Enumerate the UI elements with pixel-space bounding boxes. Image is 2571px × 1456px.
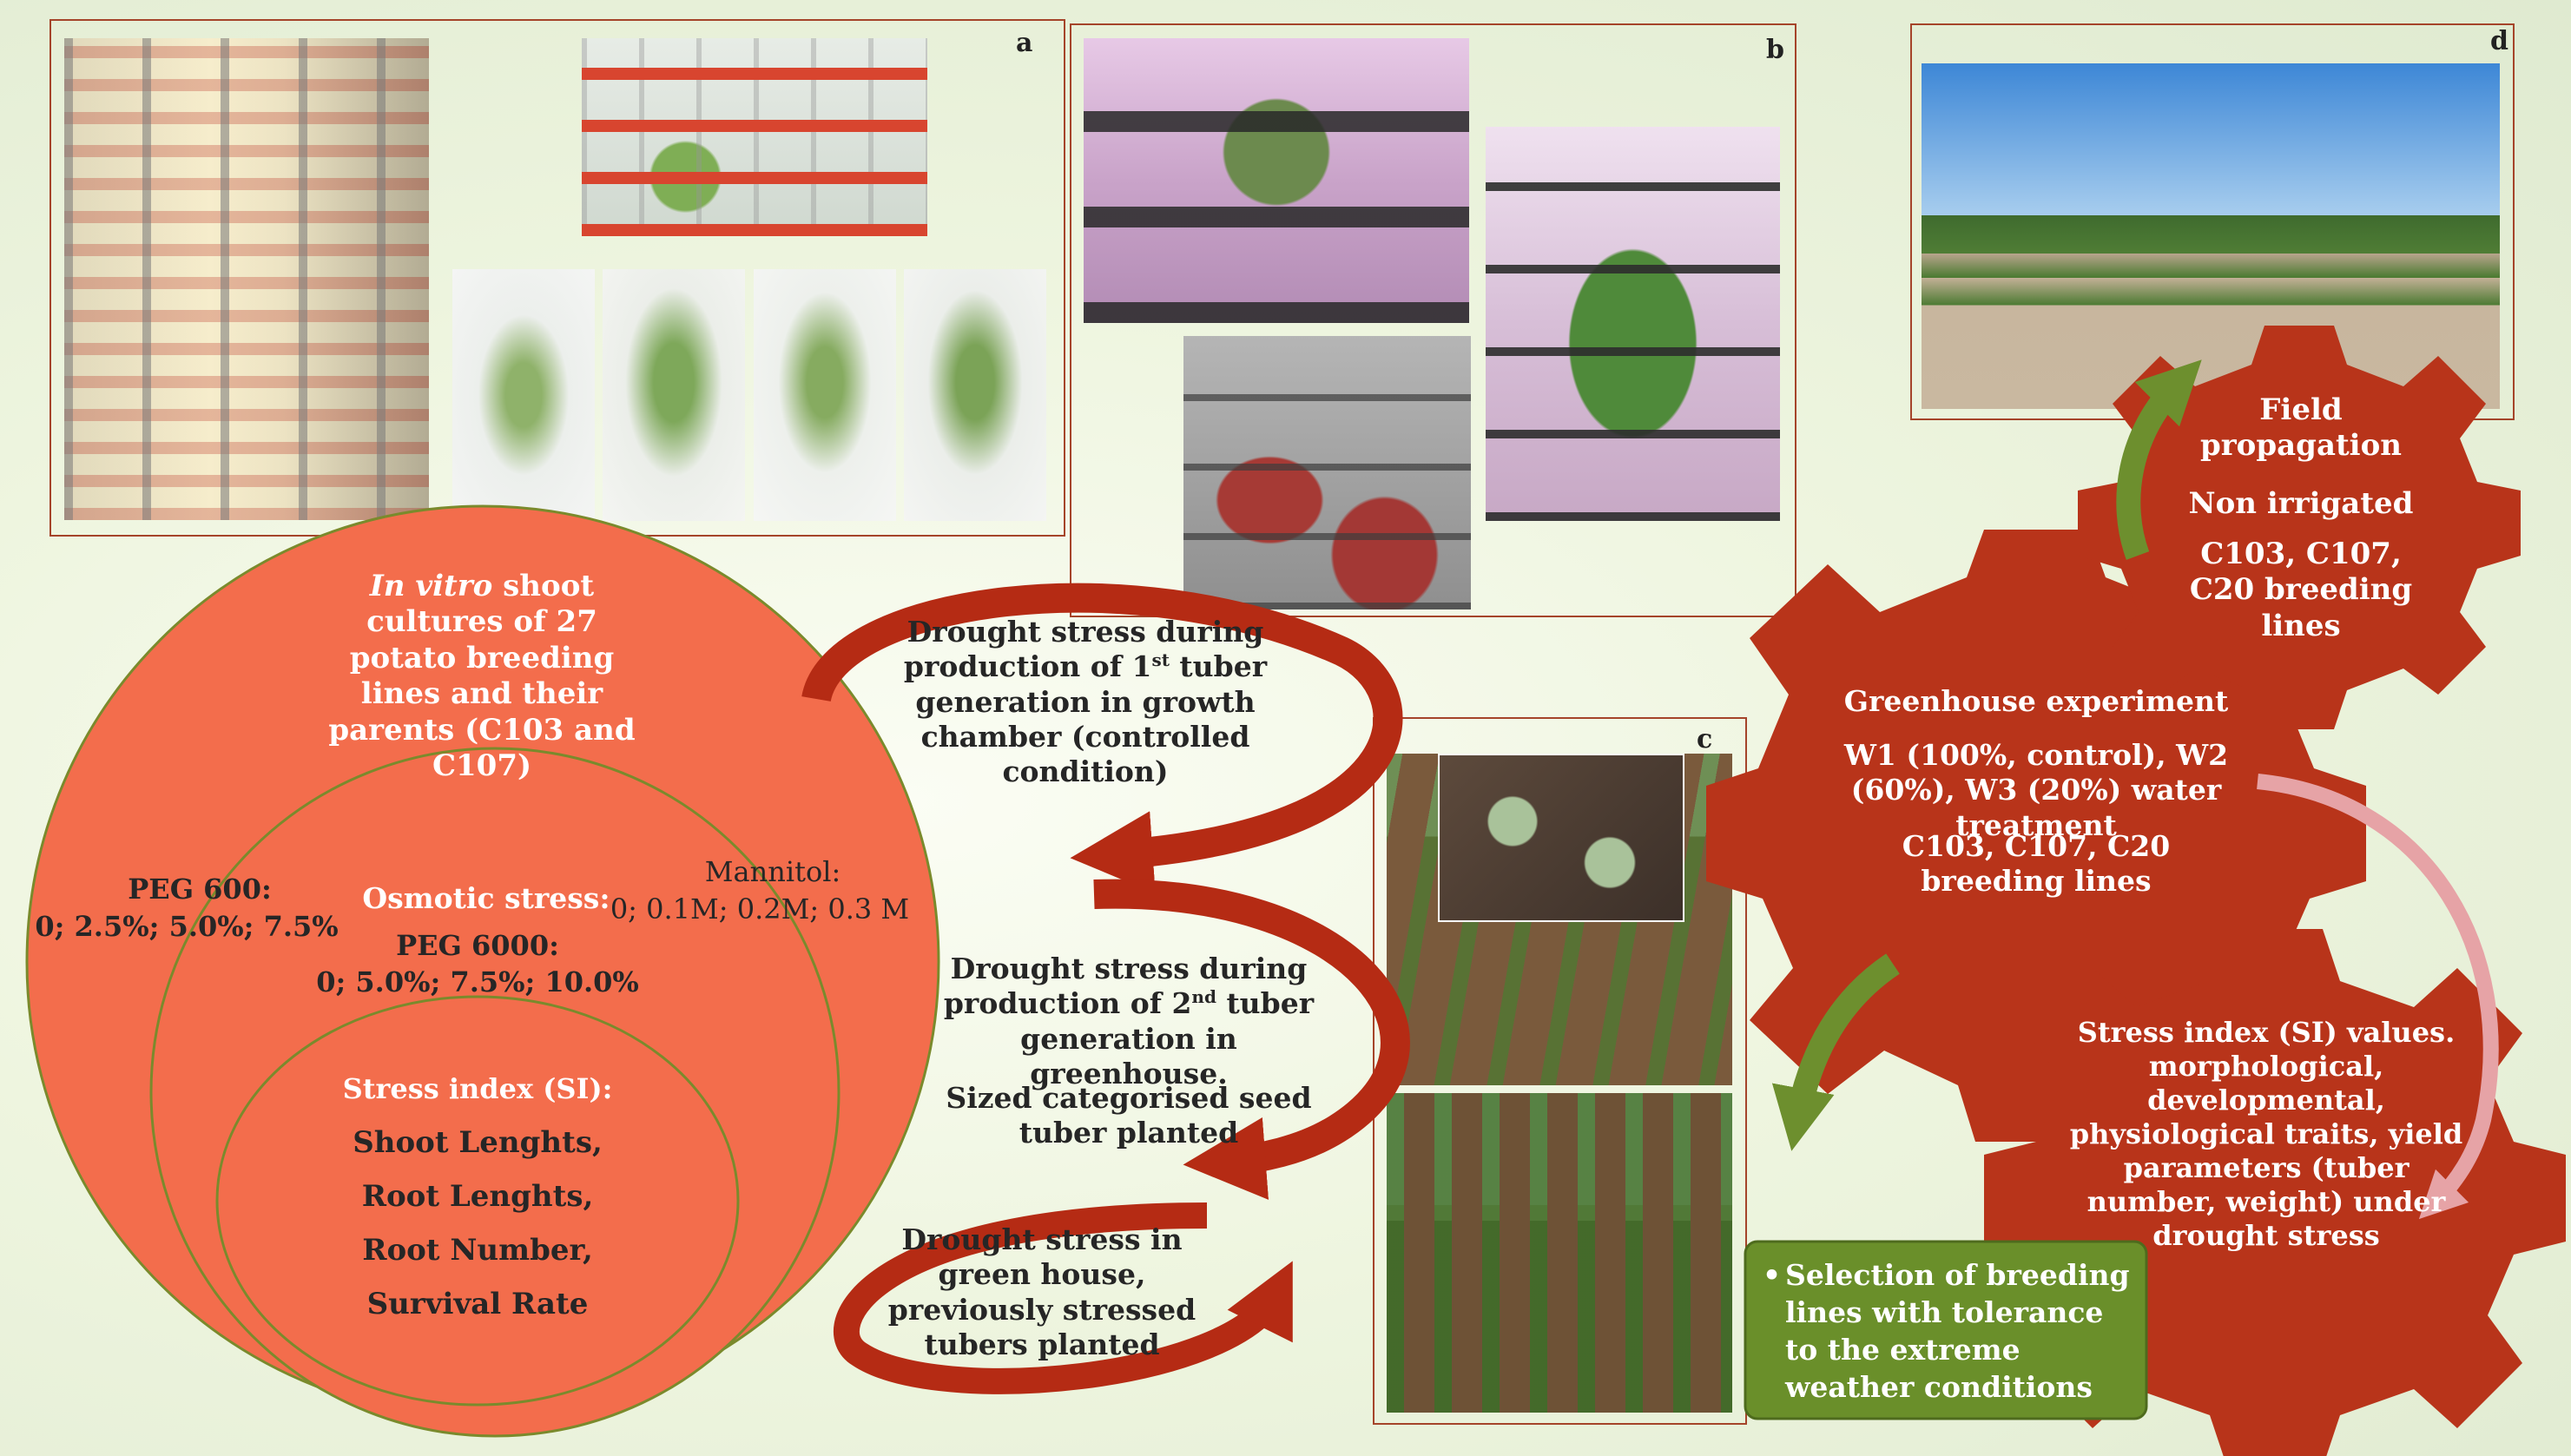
- si-item-survival: Survival Rate: [366, 1287, 589, 1321]
- arrow-green-down: [1771, 953, 1900, 1151]
- inner-circle: [215, 995, 740, 1407]
- panel-d-label: d: [2490, 26, 2508, 56]
- seedlings-closeup-photo: [1438, 754, 1684, 922]
- si-item-shoot: Shoot Lenghts,: [353, 1125, 603, 1160]
- selection-text: • Selection of breeding lines with toler…: [1763, 1257, 2136, 1407]
- mannitol-title: Mannitol:: [704, 855, 841, 888]
- growth-chamber-pots-photo: [1084, 38, 1469, 323]
- arrow-green-up: [2116, 359, 2202, 560]
- panel-a-label: a: [1016, 28, 1033, 58]
- greenhouse-experiment-text: Greenhouse experiment: [1843, 684, 2229, 718]
- field-photo: [1922, 63, 2500, 409]
- water-treatment-text: W1 (100%, control), W2 (60%), W3 (20%) w…: [1843, 738, 2229, 842]
- peg600-title: PEG 600:: [128, 873, 272, 906]
- panel-c-label: c: [1697, 724, 1713, 754]
- stress-index-values-text: Stress index (SI) values. morphological,…: [2069, 1016, 2463, 1253]
- step2-text-a: Drought stress during production of 2: [943, 952, 1308, 1021]
- arrow-step3: [833, 1202, 1293, 1394]
- peg600-values: 0; 2.5%; 5.0%; 7.5%: [35, 910, 339, 943]
- selection-bullet: •: [1763, 1258, 1782, 1292]
- shelf-plants-photo: [1486, 127, 1780, 521]
- shoot-culture-photo-3: [754, 269, 896, 521]
- si-title: Stress index (SI):: [342, 1072, 613, 1105]
- si-item-root-length: Root Lenghts,: [361, 1179, 594, 1214]
- tubers-trays-photo: [1183, 336, 1471, 609]
- gear-field: [2078, 326, 2521, 729]
- arrow-step1: [801, 583, 1403, 894]
- shoot-culture-photo-1: [452, 269, 595, 521]
- invitro-rest: shoot cultures of 27 potato breeding lin…: [328, 569, 636, 784]
- shoot-culture-photo-4: [904, 269, 1046, 521]
- shoot-culture-photo-2: [603, 269, 745, 521]
- step2-text-b: tuber generation in greenhouse.: [1020, 986, 1315, 1090]
- panel-b: [1070, 23, 1796, 617]
- selection-box: [1744, 1240, 2148, 1420]
- culture-jars-photo: [582, 38, 927, 236]
- invitro-italic: In vitro: [369, 569, 493, 603]
- greenhouse-lines-text: C103, C107, C20 breeding lines: [1902, 829, 2171, 899]
- si-item-root-number: Root Number,: [362, 1233, 593, 1268]
- step2-text: Drought stress during production of 2nd …: [920, 952, 1337, 1091]
- step3-text: Drought stress in green house, previousl…: [887, 1222, 1197, 1361]
- arrow-pink: [2257, 774, 2499, 1220]
- step1-sup: st: [1151, 649, 1170, 671]
- step2-sup: nd: [1191, 986, 1216, 1008]
- osmotic-stress-title: Osmotic stress:: [362, 881, 610, 915]
- field-propagation-text: Field propagation: [2200, 392, 2402, 464]
- peg6000-values: 0; 5.0%; 7.5%; 10.0%: [316, 965, 639, 998]
- growth-chamber-photo: [64, 38, 429, 520]
- selection-label: Selection of breeding lines with toleran…: [1785, 1258, 2130, 1404]
- non-irrigated-text: Non irrigated: [2188, 486, 2414, 521]
- greenhouse-tunnel-photo: [1387, 1093, 1732, 1413]
- invitro-text: In vitro shoot cultures of 27 potato bre…: [317, 569, 647, 785]
- step1-text: Drought stress during production of 1st …: [903, 615, 1268, 789]
- mannitol-values: 0; 0.1M; 0.2M; 0.3 M: [610, 893, 910, 926]
- step1-text-b: tuber generation in growth chamber (cont…: [915, 649, 1268, 788]
- peg6000-title: PEG 6000:: [396, 929, 559, 962]
- field-lines-text: C103, C107, C20 breeding lines: [2189, 537, 2413, 643]
- step1-text-a: Drought stress during production of 1: [903, 615, 1264, 684]
- step2-seed-text: Sized categorised seed tuber planted: [946, 1081, 1312, 1150]
- arrow-step2: [1093, 879, 1410, 1200]
- panel-c: [1373, 717, 1747, 1425]
- panel-b-label: b: [1766, 35, 1784, 65]
